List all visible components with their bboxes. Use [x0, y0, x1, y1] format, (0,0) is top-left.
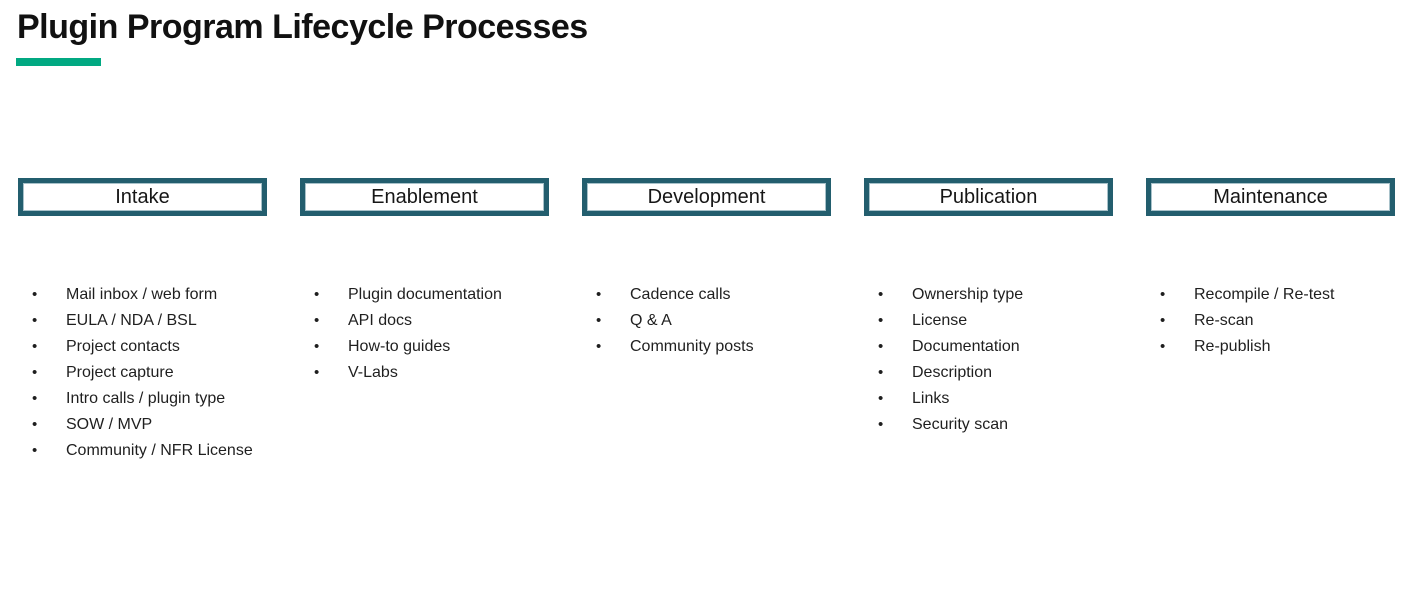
list-item: Documentation: [864, 334, 1113, 360]
stage-header-development: Development: [582, 178, 831, 216]
list-item: V-Labs: [300, 360, 549, 386]
stage-header-publication: Publication: [864, 178, 1113, 216]
list-item: Ownership type: [864, 282, 1113, 308]
list-item: API docs: [300, 308, 549, 334]
column-development: Development Cadence calls Q & A Communit…: [582, 178, 831, 464]
stage-list-enablement: Plugin documentation API docs How-to gui…: [300, 282, 549, 386]
lifecycle-columns: Intake Mail inbox / web form EULA / NDA …: [18, 178, 1395, 464]
list-item: Plugin documentation: [300, 282, 549, 308]
column-publication: Publication Ownership type License Docum…: [864, 178, 1113, 464]
stage-list-development: Cadence calls Q & A Community posts: [582, 282, 831, 360]
list-item: Re-publish: [1146, 334, 1395, 360]
stage-list-intake: Mail inbox / web form EULA / NDA / BSL P…: [18, 282, 267, 464]
list-item: Project capture: [18, 360, 267, 386]
list-item: License: [864, 308, 1113, 334]
stage-list-publication: Ownership type License Documentation Des…: [864, 282, 1113, 438]
list-item: Security scan: [864, 412, 1113, 438]
list-item: Recompile / Re-test: [1146, 282, 1395, 308]
stage-header-maintenance: Maintenance: [1146, 178, 1395, 216]
stage-list-maintenance: Recompile / Re-test Re-scan Re-publish: [1146, 282, 1395, 360]
list-item: Description: [864, 360, 1113, 386]
title-accent-bar: [16, 58, 101, 66]
list-item: Community posts: [582, 334, 831, 360]
list-item: Intro calls / plugin type: [18, 386, 267, 412]
list-item: How-to guides: [300, 334, 549, 360]
column-maintenance: Maintenance Recompile / Re-test Re-scan …: [1146, 178, 1395, 464]
column-intake: Intake Mail inbox / web form EULA / NDA …: [18, 178, 267, 464]
list-item: Links: [864, 386, 1113, 412]
list-item: Community / NFR License: [18, 438, 267, 464]
list-item: Mail inbox / web form: [18, 282, 267, 308]
list-item: Re-scan: [1146, 308, 1395, 334]
stage-header-intake: Intake: [18, 178, 267, 216]
list-item: SOW / MVP: [18, 412, 267, 438]
list-item: Cadence calls: [582, 282, 831, 308]
list-item: Q & A: [582, 308, 831, 334]
stage-header-enablement: Enablement: [300, 178, 549, 216]
column-enablement: Enablement Plugin documentation API docs…: [300, 178, 549, 464]
list-item: EULA / NDA / BSL: [18, 308, 267, 334]
page-title: Plugin Program Lifecycle Processes: [17, 8, 588, 46]
list-item: Project contacts: [18, 334, 267, 360]
